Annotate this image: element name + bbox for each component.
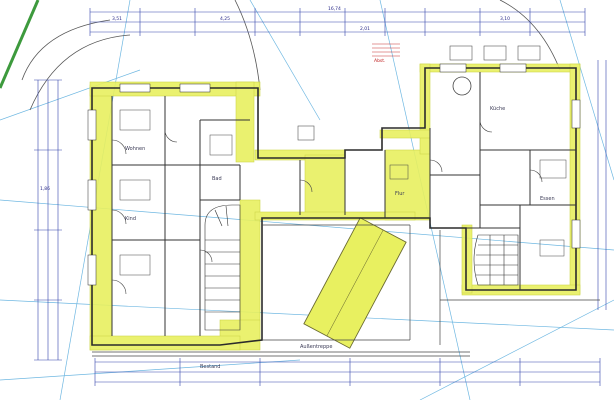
dim-c: 2,01 — [360, 26, 370, 32]
stair-left-icon — [204, 204, 241, 331]
room-label-d: Flur — [395, 191, 405, 197]
room-label-b: Kind — [125, 216, 136, 222]
roof-light-boxes — [297, 45, 541, 141]
fixtures — [119, 109, 567, 276]
red-note-label: Abst. — [374, 58, 385, 64]
dim-e: 1,86 — [40, 186, 50, 192]
dimension-ticks — [34, 8, 601, 386]
room-label-a: Wohnen — [125, 146, 145, 152]
room-label-e: Küche — [490, 106, 505, 112]
stair-right-icon — [473, 234, 519, 286]
footing-lines — [92, 224, 600, 357]
interior-walls — [111, 72, 576, 336]
site-boundary-curves — [21, 0, 561, 111]
dimension-chains — [37, 11, 607, 383]
dim-top-total: 16,74 — [328, 6, 341, 12]
door-swings — [111, 119, 543, 295]
green-boundary-line — [0, 0, 40, 89]
room-label-c: Bad — [212, 176, 222, 182]
red-note-block — [372, 43, 400, 57]
dim-d: 3,10 — [500, 16, 510, 22]
dim-b: 4,25 — [220, 16, 230, 22]
bottom-label-a: Außentreppe — [300, 344, 332, 350]
dim-a: 3,51 — [112, 16, 122, 22]
building-walls — [91, 67, 577, 346]
column-circle — [452, 76, 472, 96]
bottom-label-b: Bestand — [200, 364, 220, 370]
window-marks — [87, 63, 581, 286]
room-label-f: Essen — [540, 196, 555, 202]
terrace-highlight — [303, 217, 407, 349]
